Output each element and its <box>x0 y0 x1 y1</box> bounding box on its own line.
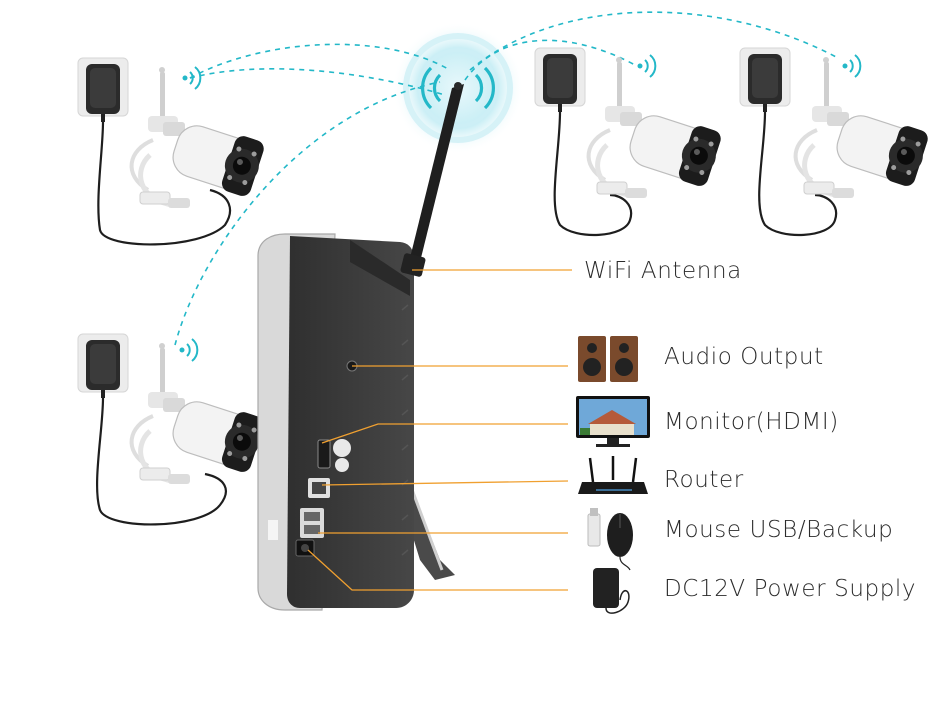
antenna-signal-icon <box>421 66 495 110</box>
label-audio-output: Audio Output <box>664 344 824 370</box>
camera-unit-3 <box>738 46 931 237</box>
mouse-usb-icon <box>587 508 633 571</box>
callout-lines <box>307 269 572 591</box>
nvr-recorder <box>257 82 464 611</box>
router-icon <box>578 456 648 494</box>
wifi-antenna <box>400 82 464 277</box>
power-adapter-icon <box>593 568 630 614</box>
camera-unit-1 <box>76 56 267 246</box>
label-wifi-antenna: WiFi Antenna <box>584 258 742 284</box>
camera-unit-2 <box>533 46 724 237</box>
label-monitor-hdmi: Monitor(HDMI) <box>664 409 839 435</box>
label-mouse-usb-backup: Mouse USB/Backup <box>664 517 894 543</box>
monitor-icon <box>576 396 650 447</box>
label-dc12v-power-supply: DC12V Power Supply <box>664 576 917 602</box>
wifi-links <box>174 11 839 346</box>
speakers-icon <box>578 336 638 382</box>
camera-unit-4 <box>76 332 267 526</box>
label-router: Router <box>664 467 744 493</box>
